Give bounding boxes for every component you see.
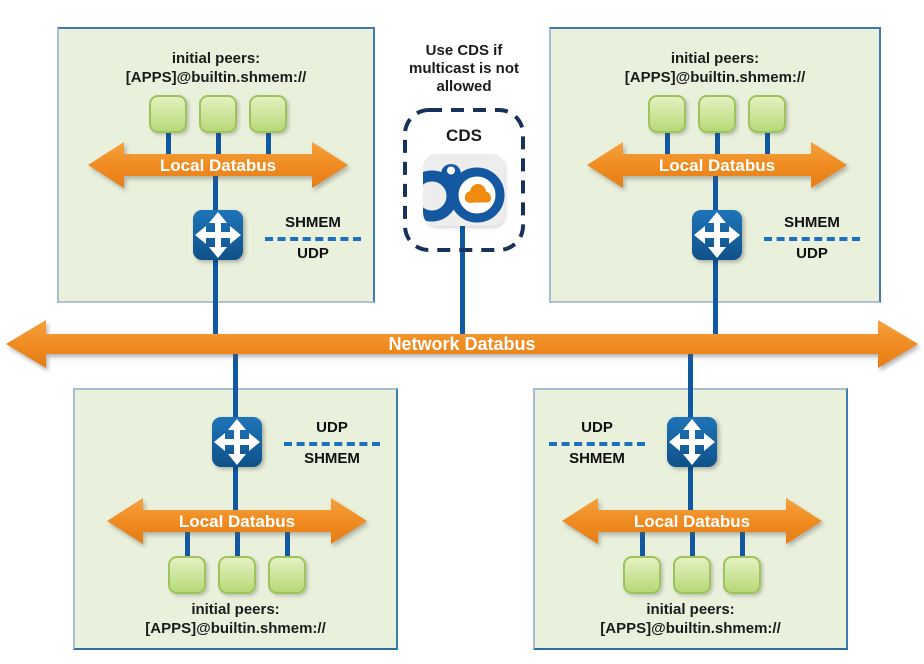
double-arrow-shape (88, 142, 348, 188)
local-databus-arrow: Local Databus (88, 142, 348, 188)
connector-line-cds (460, 226, 465, 343)
transport-below-label: UDP (796, 245, 828, 262)
peers-address: [APPS]@builtin.shmem:// (125, 69, 307, 86)
cds-dashed-border (403, 108, 525, 252)
domain-box-top-right: initial peers: [APPS]@builtin.shmem:// L… (549, 27, 881, 303)
app-node-icon (268, 556, 306, 594)
cds-note-text: Use CDS if multicast is not allowed (408, 42, 520, 95)
transport-divider-dashed-line (764, 237, 860, 241)
app-node-icon (249, 95, 287, 133)
local-databus-label: Local Databus (634, 512, 750, 531)
local-databus-arrow: Local Databus (587, 142, 847, 188)
peers-address: [APPS]@builtin.shmem:// (145, 620, 326, 637)
app-connector-line (235, 532, 240, 560)
app-connector-line (285, 532, 290, 560)
app-node-icon (218, 556, 256, 594)
transport-divider-dashed-line (284, 442, 380, 446)
domain-box-top-left: initial peers: [APPS]@builtin.shmem:// L… (57, 27, 375, 303)
transport-above-label: UDP (316, 419, 348, 436)
local-databus-arrow: Local Databus (562, 498, 822, 544)
transport-above-label: UDP (581, 419, 613, 436)
domain-box-bottom-right: UDP SHMEM Local Databus initial peers: [… (533, 388, 848, 650)
app-connector-line (266, 129, 271, 155)
cloud-glyph (465, 184, 491, 203)
app-connector-line (765, 129, 770, 155)
app-node-icon (723, 556, 761, 594)
app-connector-line (690, 532, 695, 560)
double-arrow-shape (107, 498, 367, 544)
app-node-icon (168, 556, 206, 594)
peers-address: [APPS]@builtin.shmem:// (600, 620, 781, 637)
transport-below-label: UDP (297, 245, 329, 262)
transport-below-label: SHMEM (569, 450, 625, 467)
peers-title: initial peers: (171, 50, 261, 67)
app-node-icon (199, 95, 237, 133)
double-arrow-shape (562, 498, 822, 544)
cds-cloud-discovery-icon (423, 154, 505, 226)
app-connector-line (640, 532, 645, 560)
transport-labels: UDP SHMEM (277, 420, 387, 467)
local-databus-label: Local Databus (179, 512, 295, 531)
app-node-icon (149, 95, 187, 133)
network-databus-arrow: Network Databus (6, 320, 918, 368)
transport-labels: SHMEM UDP (258, 215, 368, 262)
local-databus-arrow: Local Databus (107, 498, 367, 544)
initial-peers-label: initial peers: [APPS]@builtin.shmem:// (551, 49, 879, 87)
app-node-icon (673, 556, 711, 594)
domain-box-bottom-left: UDP SHMEM Local Databus initial peers: [… (73, 388, 398, 650)
router-icon (667, 417, 717, 467)
local-databus-label: Local Databus (659, 156, 775, 175)
network-databus-label: Network Databus (388, 334, 535, 354)
peers-title: initial peers: (191, 601, 280, 618)
initial-peers-label: initial peers: [APPS]@builtin.shmem:// (75, 600, 396, 638)
router-icon (193, 210, 243, 260)
app-connector-line (740, 532, 745, 560)
app-node-icon (648, 95, 686, 133)
initial-peers-label: initial peers: [APPS]@builtin.shmem:// (59, 49, 373, 87)
transport-labels: SHMEM UDP (757, 215, 867, 262)
router-icon (692, 210, 742, 260)
transport-divider-dashed-line (265, 237, 361, 241)
app-node-icon (623, 556, 661, 594)
peers-address: [APPS]@builtin.shmem:// (624, 69, 806, 86)
cds-label: CDS (446, 126, 482, 145)
app-node-icon (698, 95, 736, 133)
transport-above-label: SHMEM (784, 214, 840, 231)
transport-above-label: SHMEM (285, 214, 341, 231)
double-arrow-shape (6, 320, 918, 368)
initial-peers-label: initial peers: [APPS]@builtin.shmem:// (535, 600, 846, 638)
peers-title: initial peers: (646, 601, 735, 618)
transport-labels: UDP SHMEM (542, 420, 652, 467)
double-arrow-shape (587, 142, 847, 188)
transport-divider-dashed-line (549, 442, 645, 446)
transport-below-label: SHMEM (304, 450, 360, 467)
cds-group: CDS (403, 108, 525, 252)
app-connector-line (216, 129, 221, 155)
router-icon (212, 417, 262, 467)
app-connector-line (715, 129, 720, 155)
app-connector-line (166, 129, 171, 155)
app-node-icon (748, 95, 786, 133)
app-connector-line (665, 129, 670, 155)
app-connector-line (185, 532, 190, 560)
local-databus-label: Local Databus (160, 156, 276, 175)
peers-title: initial peers: (670, 50, 760, 67)
